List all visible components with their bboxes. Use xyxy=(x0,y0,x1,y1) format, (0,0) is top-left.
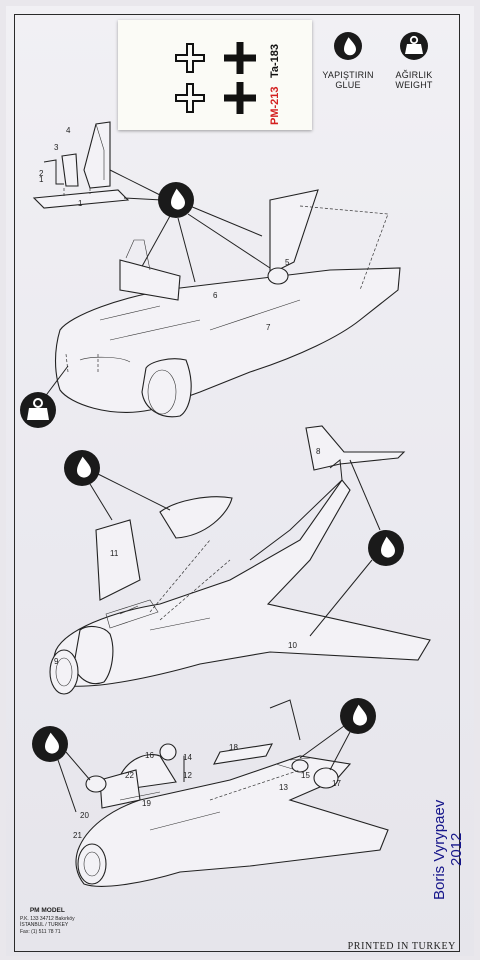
part-number-11: 11 xyxy=(110,549,119,558)
company-address-block: PM MODEL P.K. 133 34712 Bakırköy İSTANBU… xyxy=(20,907,75,935)
part-number-8: 8 xyxy=(316,447,321,456)
weight-label-tr: AĞIRLIK xyxy=(395,70,433,80)
part-number-17: 17 xyxy=(332,779,341,788)
type-code-text: Ta-183 xyxy=(269,44,281,78)
weight-icon xyxy=(400,32,428,60)
part-number-1b: 1 xyxy=(78,199,83,208)
glue-drop-icon xyxy=(368,530,404,566)
part-number-7: 7 xyxy=(266,323,271,332)
fuselage-step3 xyxy=(75,699,389,887)
part-number-4: 4 xyxy=(66,126,71,135)
credit-year: 2012 xyxy=(448,832,465,866)
part-number-12: 12 xyxy=(183,771,192,780)
glue-drop-icon xyxy=(32,726,68,762)
balkenkreuz-decal-icon xyxy=(175,83,205,113)
part-number-18: 18 xyxy=(229,743,238,752)
weight-legend-label: AĞIRLIK WEIGHT xyxy=(384,70,444,90)
weight-icon xyxy=(20,392,56,428)
glue-drop-icon xyxy=(64,450,100,486)
address-line-2: İSTANBUL / TURKEY xyxy=(20,922,69,928)
part-number-13: 13 xyxy=(279,783,288,792)
credit-name: Boris Vyrypaev xyxy=(431,799,448,900)
part-number-1: 1 xyxy=(39,175,44,184)
solid-cross-decal-icon xyxy=(224,82,256,114)
glue-label-tr: YAPIŞTIRIN xyxy=(322,70,374,80)
part-number-5: 5 xyxy=(285,258,290,267)
solid-cross-decal-icon xyxy=(224,42,256,74)
company-name: PM MODEL xyxy=(29,907,65,914)
address-line-1: P.K. 133 34712 Bakırköy xyxy=(20,915,75,922)
sheet-border xyxy=(14,14,460,952)
decal-sheet: Ta-183 PM-213 xyxy=(118,20,312,130)
glue-drop-icon xyxy=(340,698,376,734)
seat-parts-step1 xyxy=(32,121,130,209)
part-number-20: 20 xyxy=(80,811,89,820)
glue-drop-icon xyxy=(158,182,194,218)
part-number-10: 10 xyxy=(288,641,297,650)
decal-crosses: Ta-183 PM-213 xyxy=(175,42,281,125)
serial-text: PM-213 xyxy=(269,86,281,125)
glue-drop-icon xyxy=(334,32,362,60)
part-number-9: 9 xyxy=(54,657,59,666)
part-number-6: 6 xyxy=(213,291,218,300)
printed-in-turkey: PRINTED IN TURKEY xyxy=(347,941,456,952)
glue-legend-label: YAPIŞTIRIN GLUE xyxy=(318,70,378,90)
part-number-22: 22 xyxy=(125,771,134,780)
part-number-3: 3 xyxy=(54,143,59,152)
fuselage-step2 xyxy=(49,425,431,695)
part-number-19: 19 xyxy=(142,799,151,808)
part-number-16: 16 xyxy=(145,751,154,760)
part-number-14: 14 xyxy=(183,753,192,762)
balkenkreuz-decal-icon xyxy=(175,43,205,73)
part-number-15: 15 xyxy=(301,771,310,780)
glue-label-en: GLUE xyxy=(335,80,361,90)
fax-line: Fax: (1) 511 78 71 xyxy=(20,928,61,935)
part-number-21: 21 xyxy=(73,831,82,840)
part-number-2: 2 xyxy=(39,169,44,178)
fuselage-step1 xyxy=(54,189,401,418)
weight-label-en: WEIGHT xyxy=(395,80,433,90)
